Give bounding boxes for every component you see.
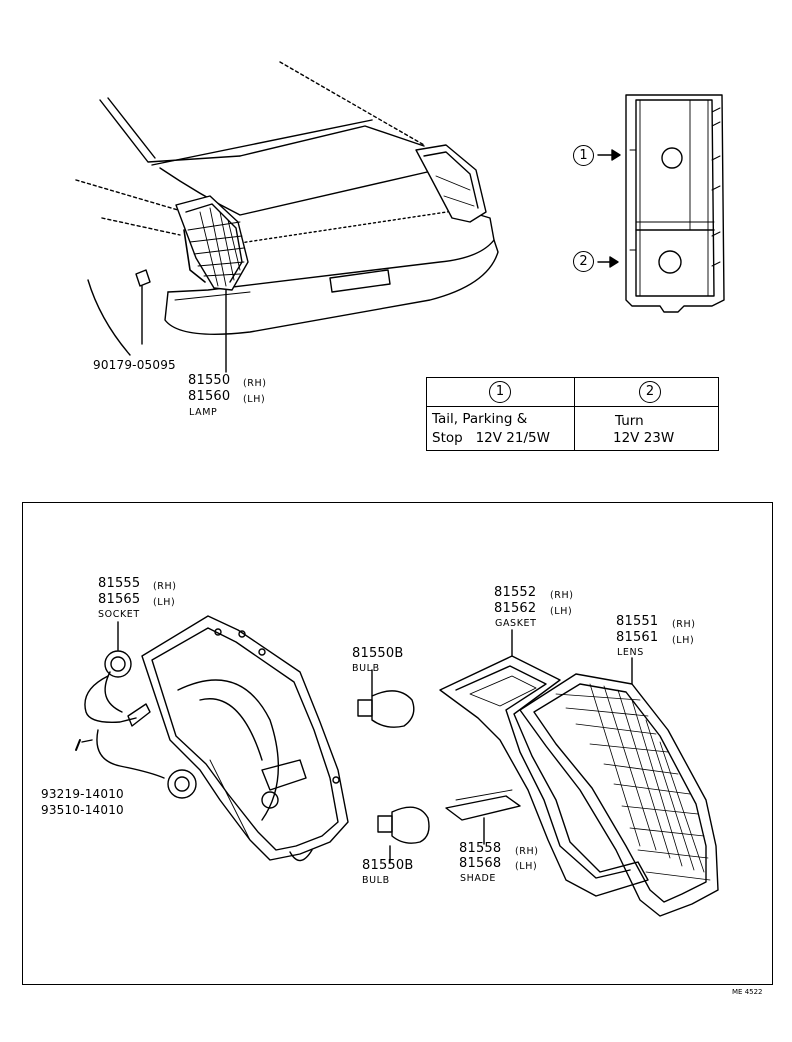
lamp-lh-part-number: 81560 [188, 389, 231, 404]
table-col2-line2: 12V 23W [613, 430, 675, 446]
lens-lh-tag: (LH) [672, 635, 695, 646]
lamp-rh-part-number: 81550 [188, 373, 231, 388]
bulb-bottom-part-number: 81550B [362, 858, 414, 873]
socket-lh-tag: (LH) [153, 597, 176, 608]
socket-rh-part-number: 81555 [98, 576, 141, 591]
table-col1-line2: Stop 12V 21/5W [432, 430, 550, 446]
screw1-part-number: 93219-14010 [41, 787, 124, 801]
gasket-lh-tag: (LH) [550, 606, 573, 617]
screw2-part-number: 93510-14010 [41, 803, 124, 817]
table-divider-horizontal [427, 406, 718, 407]
socket-harness [75, 621, 197, 799]
lamp-lh-tag: (LH) [243, 394, 266, 405]
gasket [439, 629, 649, 897]
gasket-rh-tag: (RH) [550, 590, 574, 601]
lamp-rh-tag: (RH) [243, 378, 267, 389]
table-header-1: 1 [489, 381, 511, 403]
shade-rh-tag: (RH) [515, 846, 539, 857]
lens-name: LENS [617, 647, 644, 658]
table-divider-vertical [574, 378, 575, 450]
lamp-name: LAMP [189, 407, 218, 418]
bulb-bottom-name: BULB [362, 875, 390, 886]
callout-2: 2 [573, 251, 594, 272]
bulb-top-part-number: 81550B [352, 646, 404, 661]
diagram-code: ME 4522 [732, 988, 763, 996]
callout-1: 1 [573, 145, 594, 166]
lamp-housing [141, 615, 349, 862]
gasket-lh-part-number: 81562 [494, 601, 537, 616]
screw-part-number: 90179-05095 [93, 358, 176, 372]
car-rear-illustration [75, 61, 499, 373]
bulb-top-name: BULB [352, 663, 380, 674]
bulbs [357, 669, 430, 863]
shade-lh-part-number: 81568 [459, 856, 502, 871]
shade [445, 789, 521, 845]
shade-name: SHADE [460, 873, 496, 884]
lens-rh-part-number: 81551 [616, 614, 659, 629]
shade-lh-tag: (LH) [515, 861, 538, 872]
lens-lh-part-number: 81561 [616, 630, 659, 645]
socket-lh-part-number: 81565 [98, 592, 141, 607]
lens-rh-tag: (RH) [672, 619, 696, 630]
lamp-rear-view [597, 94, 725, 313]
table-col1-line1: Tail, Parking & [432, 411, 528, 427]
bulb-spec-table: 1 2 Tail, Parking & Stop 12V 21/5W Turn … [426, 377, 719, 451]
shade-rh-part-number: 81558 [459, 841, 502, 856]
socket-name: SOCKET [98, 609, 140, 620]
table-col2-line1: Turn [615, 413, 644, 429]
exploded-view-frame [22, 502, 773, 985]
lens [519, 657, 719, 917]
gasket-rh-part-number: 81552 [494, 585, 537, 600]
socket-rh-tag: (RH) [153, 581, 177, 592]
gasket-name: GASKET [495, 618, 537, 629]
table-header-2: 2 [639, 381, 661, 403]
